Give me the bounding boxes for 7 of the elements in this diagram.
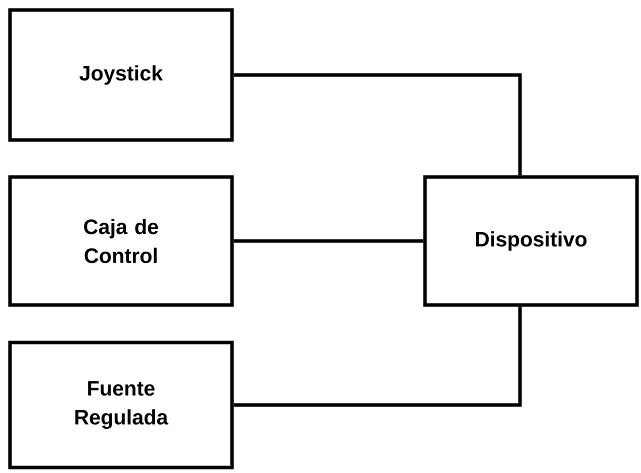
block-box: Joystick [8,8,234,142]
connector-line [234,73,522,176]
connector-line [234,239,424,243]
connector-line [234,306,522,407]
block-box: Dispositivo [423,175,639,307]
block-box: Caja de Control [8,175,234,307]
block-box: Fuente Regulada [8,340,234,470]
